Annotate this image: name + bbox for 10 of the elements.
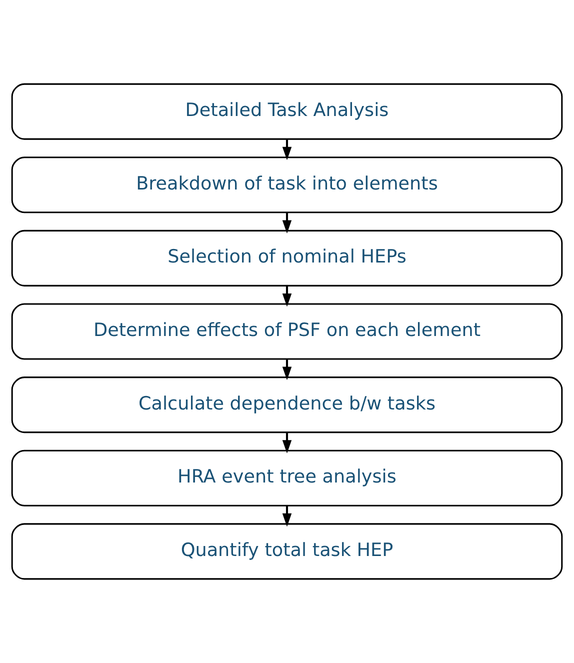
node-box: Selection of nominal HEPs	[11, 230, 563, 286]
arrow	[282, 139, 292, 160]
node-box: Quantify total task HEP	[11, 523, 563, 580]
node-box: Breakdown of task into elements	[11, 156, 563, 214]
node-box: Detailed Task Analysis	[11, 83, 563, 140]
node-box: HRA event tree analysis	[11, 450, 563, 506]
node-box: Determine effects of PSF on each element	[11, 303, 563, 360]
node-box: Calculate dependence b/w tasks	[11, 376, 563, 434]
arrow	[282, 506, 292, 527]
arrow	[282, 359, 292, 380]
